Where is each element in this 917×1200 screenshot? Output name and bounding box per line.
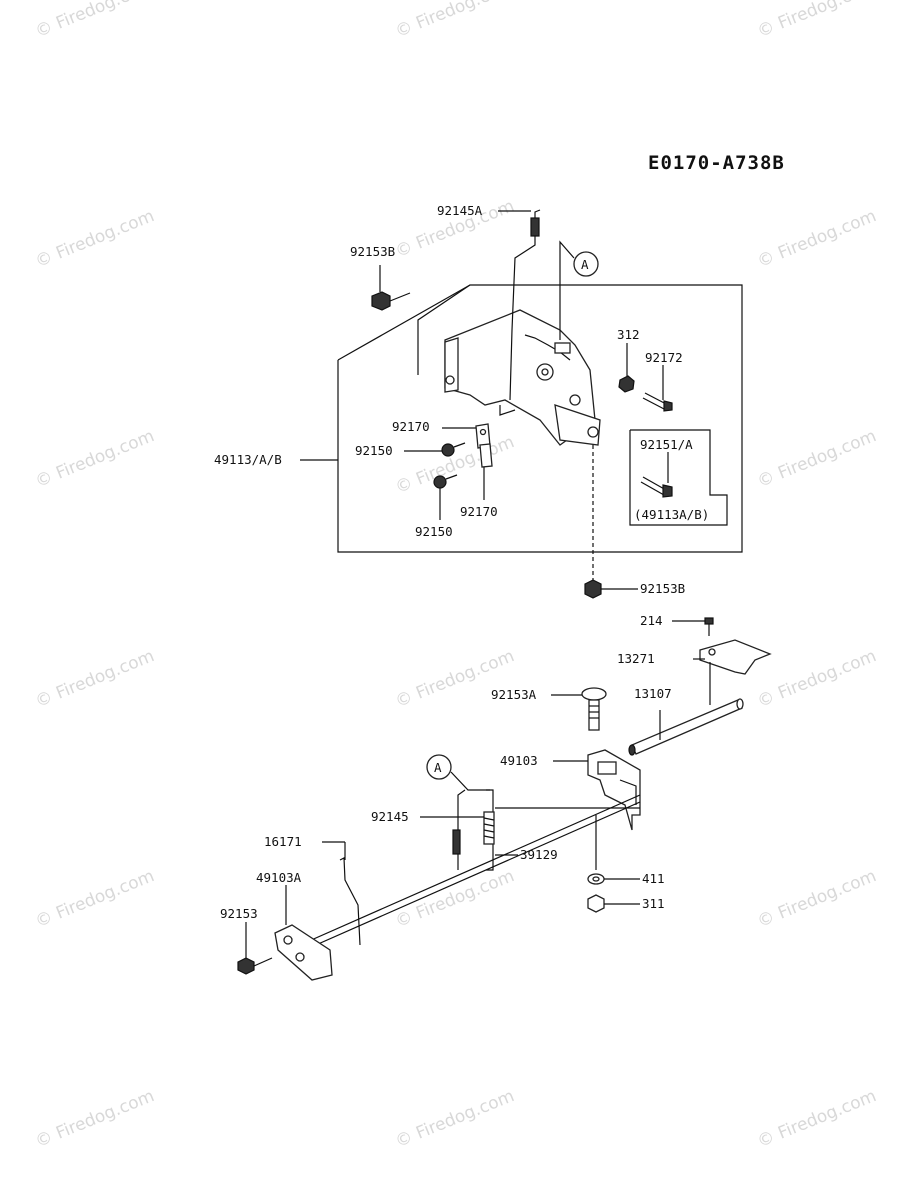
- bolt-92153A: [551, 687, 607, 731]
- assembly-bracket-outline: [337, 284, 743, 553]
- label-39129: 39129: [520, 847, 558, 862]
- screw-92150-lower: [433, 474, 458, 520]
- label-92145: 92145: [371, 809, 409, 824]
- label-92153A: 92153A: [491, 687, 537, 702]
- label-311: 311: [642, 896, 665, 911]
- label-13107: 13107: [634, 686, 672, 701]
- spring-92145A: [509, 209, 541, 401]
- label-92153: 92153: [220, 906, 258, 921]
- label-49103: 49103: [500, 753, 538, 768]
- shaft-13107: [628, 698, 744, 756]
- lever-49103: [553, 749, 641, 831]
- label-312: 312: [617, 327, 640, 342]
- label-92170-lower: 92170: [460, 504, 498, 519]
- plate-13271: [693, 639, 772, 705]
- label-49103A: 49103A: [256, 870, 302, 885]
- spring-92145: [420, 811, 495, 855]
- plate-92170-lower: [479, 443, 493, 500]
- nut-312: [618, 343, 635, 393]
- label-214: 214: [640, 613, 663, 628]
- assembly-bracket-outline: [337, 284, 471, 361]
- detail-box-92151A: [629, 429, 728, 526]
- label-49113AB-note: (49113A/B): [634, 507, 709, 522]
- bolt-92172: [642, 365, 673, 412]
- label-49113AB: 49113/A/B: [214, 452, 282, 467]
- bolt-92153B-top: [371, 265, 411, 311]
- bracket-49103A: [274, 885, 333, 981]
- label-16171: 16171: [264, 834, 302, 849]
- screw-214: [672, 617, 714, 636]
- bolt-92153: [237, 922, 273, 975]
- label-13271: 13271: [617, 651, 655, 666]
- label-92150-lower: 92150: [415, 524, 453, 539]
- callout-a-bottom: A: [426, 754, 490, 791]
- washer-411: [587, 873, 640, 885]
- label-92153B-top: 92153B: [350, 244, 395, 259]
- label-92145A: 92145A: [437, 203, 483, 218]
- label-92151A: 92151/A: [640, 437, 693, 452]
- control-bracket: [444, 309, 601, 446]
- callout-a-top: A: [559, 240, 599, 340]
- screw-92150-upper: [404, 442, 466, 457]
- svg-text:A: A: [434, 760, 442, 775]
- rod-39129: [299, 789, 641, 953]
- label-92172: 92172: [645, 350, 683, 365]
- label-92153B-bottom: 92153B: [640, 581, 685, 596]
- label-411: 411: [642, 871, 665, 886]
- wire-16171: [322, 841, 361, 946]
- bolt-92153B-bottom: [584, 445, 638, 599]
- diagram-code: E0170-A738B: [648, 152, 785, 174]
- label-92150-upper: 92150: [355, 443, 393, 458]
- svg-text:A: A: [581, 257, 589, 272]
- nut-311: [587, 894, 640, 913]
- label-92170-upper: 92170: [392, 419, 430, 434]
